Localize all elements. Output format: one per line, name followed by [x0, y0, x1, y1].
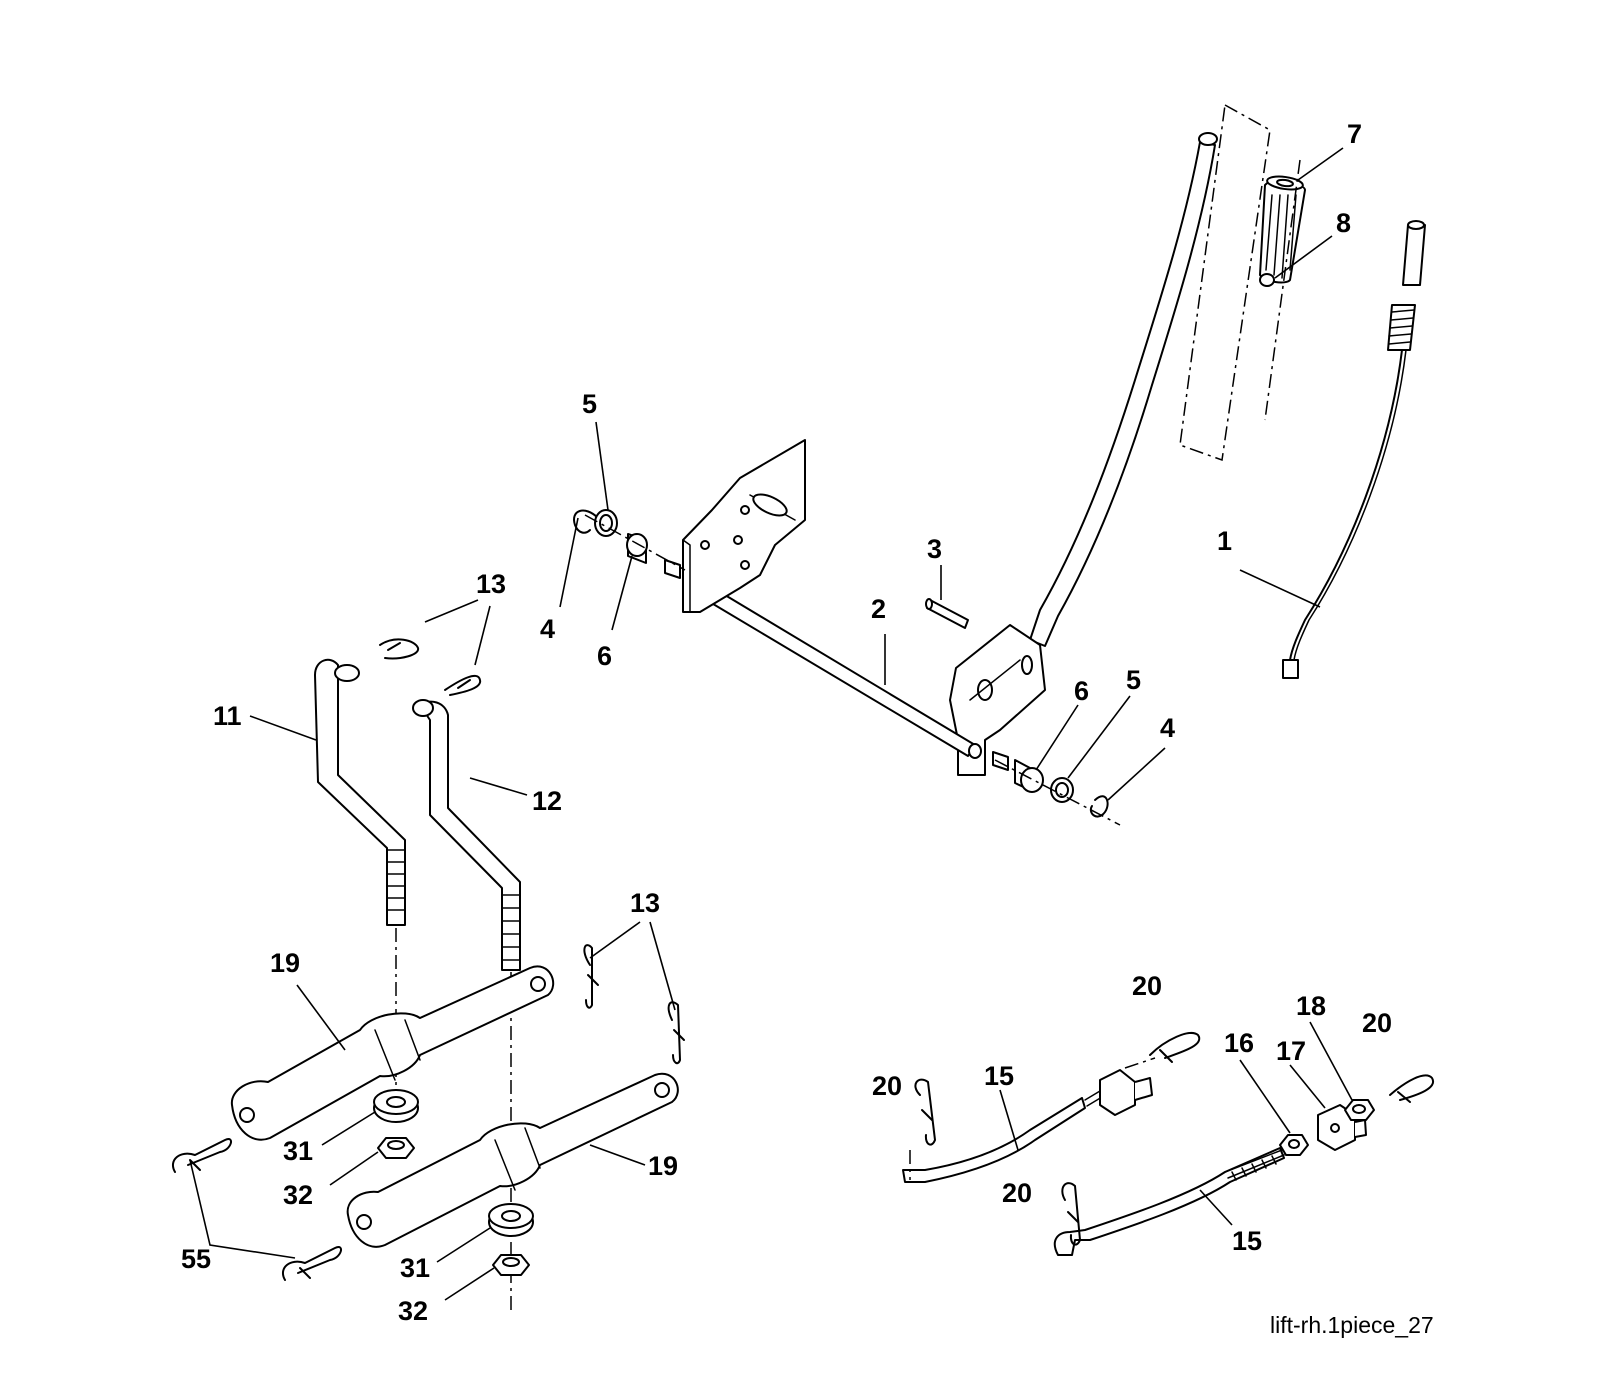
- control-rod-15-lower: [1053, 1147, 1285, 1256]
- callout-19b: 19: [648, 1151, 678, 1181]
- callout-32b: 32: [398, 1296, 428, 1326]
- callout-16: 16: [1224, 1028, 1254, 1058]
- lift-arm-19-upper: [230, 965, 555, 1141]
- callout-55: 55: [181, 1244, 211, 1274]
- roll-pin: [925, 598, 969, 629]
- lift-handle: [1029, 132, 1218, 647]
- callout-7: 7: [1347, 119, 1362, 149]
- hair-clip-20-right: [1389, 1074, 1435, 1103]
- callout-17: 17: [1276, 1036, 1306, 1066]
- callout-1: 1: [1217, 526, 1232, 556]
- mounting-plate: [682, 439, 806, 613]
- callout-20c: 20: [872, 1071, 902, 1101]
- bushing-31-upper: [373, 1089, 419, 1123]
- callout-20b: 20: [1362, 1008, 1392, 1038]
- callout-31a: 31: [283, 1136, 313, 1166]
- callout-19a: 19: [270, 948, 300, 978]
- callout-4b: 4: [1160, 713, 1175, 743]
- right-shaft-hardware: [992, 751, 1121, 826]
- handle-grip: [1259, 159, 1306, 421]
- callout-2: 2: [871, 594, 886, 624]
- callout-32a: 32: [283, 1180, 313, 1210]
- hair-pin-13-upper: [379, 638, 482, 696]
- callout-labels: 1 2 3 4 4 5 5 6 6 7 8 11 12 13 13 15 15 …: [181, 119, 1392, 1326]
- hair-clip-20-upper: [1124, 1032, 1201, 1069]
- callout-18: 18: [1296, 991, 1326, 1021]
- callout-20d: 20: [1002, 1178, 1032, 1208]
- leader-lines: [189, 147, 1353, 1301]
- hair-clip-20-left: [909, 1078, 936, 1180]
- nut-32-upper: [377, 1137, 415, 1159]
- handle-bracket: [949, 624, 1046, 776]
- block-17: [1317, 1104, 1367, 1151]
- callout-12: 12: [532, 786, 562, 816]
- hair-pin-13-lower: [583, 944, 685, 1065]
- nut-18: [1344, 1099, 1375, 1121]
- nut-16: [1279, 1134, 1309, 1156]
- left-shaft-hardware: [573, 509, 686, 579]
- callout-11: 11: [213, 701, 242, 731]
- callout-8: 8: [1336, 208, 1351, 238]
- callout-15a: 15: [984, 1061, 1014, 1091]
- callout-6a: 6: [597, 641, 612, 671]
- assist-spring-rod: [1282, 220, 1426, 679]
- callout-15b: 15: [1232, 1226, 1262, 1256]
- hair-clip-20-lower: [1061, 1182, 1081, 1246]
- control-rod-15-upper: [902, 1069, 1153, 1183]
- lift-link-12: [412, 699, 521, 971]
- callout-6b: 6: [1074, 676, 1089, 706]
- clip-55: [172, 1138, 342, 1281]
- callout-4a: 4: [540, 614, 555, 644]
- callout-3: 3: [927, 534, 942, 564]
- lift-link-11: [314, 658, 406, 926]
- callout-13a: 13: [476, 569, 506, 599]
- diagram-caption: lift-rh.1piece_27: [1270, 1312, 1434, 1338]
- callout-5a: 5: [582, 389, 597, 419]
- callout-20a: 20: [1132, 971, 1162, 1001]
- bushing-31-lower: [488, 1203, 534, 1237]
- callout-31b: 31: [400, 1253, 430, 1283]
- callout-13b: 13: [630, 888, 660, 918]
- grip-outline: [1179, 104, 1271, 462]
- lift-arm-19-lower: [346, 1072, 679, 1248]
- callout-5b: 5: [1126, 665, 1141, 695]
- nut-32-lower: [492, 1254, 530, 1276]
